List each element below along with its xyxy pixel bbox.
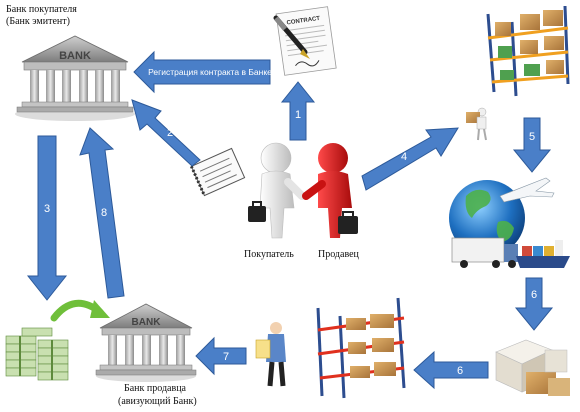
arrow-step-2: 2: [131, 99, 201, 167]
buyer-briefcase-icon: [248, 201, 266, 222]
arrow-step-6-left: 6: [413, 350, 489, 390]
contract-document: CONTRACT: [273, 6, 337, 76]
global-logistics-icon: [449, 177, 570, 268]
arrow-step-6-down: 6: [514, 277, 554, 331]
buyer-bank-sign: BANK: [59, 50, 91, 62]
truck-icon: [451, 237, 518, 268]
seller-label: Продавец: [318, 249, 359, 260]
seller-bank-label-line2: (авизующий Банк): [118, 396, 197, 407]
step-4-label: 4: [401, 151, 407, 163]
seller-bank-building: BANK: [95, 303, 197, 382]
step-2-label: 2: [167, 127, 173, 139]
cargo-ship-icon: [516, 240, 570, 268]
step-6-left-label: 6: [457, 365, 463, 377]
arrow-step-8: 8: [79, 127, 125, 299]
contract-registration-label: Регистрация контракта в Банке: [148, 67, 272, 77]
step-8-label: 8: [101, 207, 107, 219]
arrow-step-7: 7: [195, 336, 247, 376]
arrow-step-4: 4: [361, 127, 459, 191]
step-1-label: 1: [295, 109, 301, 121]
buyer-bank-building: BANK: [15, 35, 135, 121]
arrow-step-5: 5: [512, 117, 552, 173]
seller-bank-sign: BANK: [132, 317, 162, 328]
buyer-figure: [248, 142, 306, 239]
seller-figure: [302, 143, 358, 238]
arrow-step-1: 1: [280, 81, 316, 141]
contract-title: CONTRACT: [286, 16, 321, 27]
step-6-down-label: 6: [531, 289, 537, 301]
airplane-icon: [499, 177, 555, 203]
parcels-stack-icon: [495, 339, 570, 396]
seller-briefcase-icon: [338, 211, 358, 234]
fountain-pen-icon: [273, 15, 310, 59]
arrow-step-3: 3: [26, 135, 68, 301]
warehouse-shelves-bottom: [316, 297, 406, 399]
buyer-bank-label-line1: Банк покупателя: [6, 4, 77, 15]
step-7-label: 7: [223, 351, 229, 363]
courier-with-document-icon: [255, 322, 286, 387]
step-5-label: 5: [529, 131, 535, 143]
seller-bank-label-line1: Банк продавца: [124, 383, 186, 394]
arrow-contract-registration: Регистрация контракта в Банке: [133, 50, 272, 94]
warehouse-shelves-top: [486, 5, 570, 97]
money-stacks-icon: [5, 327, 69, 381]
buyer-label: Покупатель: [244, 249, 294, 260]
step-3-label: 3: [44, 203, 50, 215]
worker-with-box-icon: [466, 107, 487, 141]
buyer-bank-label-line2: (Банк эмитент): [6, 16, 70, 27]
money-transfer-curved-arrow: [50, 299, 110, 322]
notebook-document-icon: [190, 147, 246, 197]
